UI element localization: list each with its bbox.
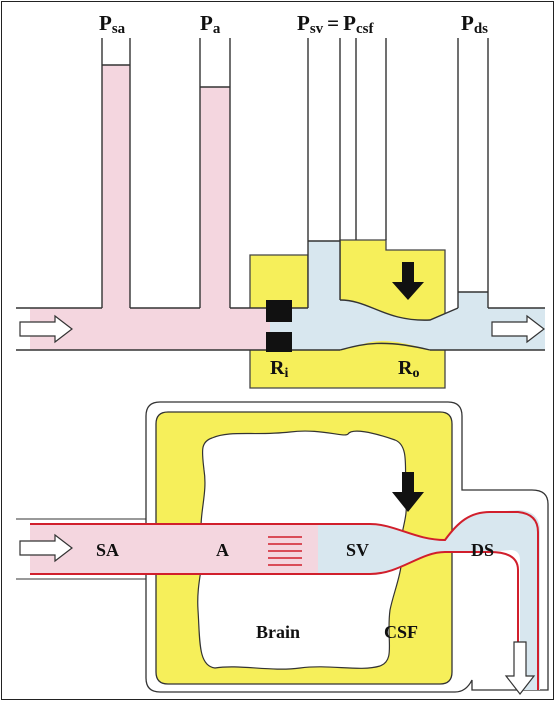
resistor-ri-lower <box>266 332 292 352</box>
label-ds: DS <box>471 540 494 560</box>
label-brain: Brain <box>256 622 300 642</box>
psa-column-empty <box>102 20 130 65</box>
vessel-walls <box>30 511 539 690</box>
label-ro: Ro <box>398 357 419 381</box>
inflow-arrow-icon <box>19 314 73 344</box>
label-csf: CSF <box>384 622 418 642</box>
label-sv: SV <box>346 540 369 560</box>
pa-column-empty <box>200 20 230 87</box>
label-pds: Pds <box>461 11 488 37</box>
top-model <box>16 20 545 389</box>
venous-tube <box>270 241 545 350</box>
bottom-model <box>16 401 549 695</box>
label-ri: Ri <box>270 357 288 381</box>
arterial-vessel <box>30 524 318 574</box>
resistor-ri-upper <box>266 300 292 322</box>
arteriolar-resistance-lines <box>268 536 302 566</box>
label-a: A <box>216 540 229 560</box>
arterial-tube <box>30 65 270 350</box>
label-sa: SA <box>96 540 119 560</box>
bottom-outflow-arrow-icon <box>504 641 536 695</box>
compression-arrow-icon <box>392 262 424 300</box>
label-pa: Pa <box>200 11 221 37</box>
outflow-arrow-icon <box>491 314 545 344</box>
label-psa: Psa <box>99 11 126 37</box>
csf-pressure-arrow-icon <box>392 472 424 512</box>
bottom-inflow-arrow-icon <box>19 533 73 563</box>
venous-vessel <box>318 510 540 690</box>
vessel-outer-lines <box>16 518 146 580</box>
label-psv-pcsf: Psv=Pcsf <box>297 11 374 37</box>
